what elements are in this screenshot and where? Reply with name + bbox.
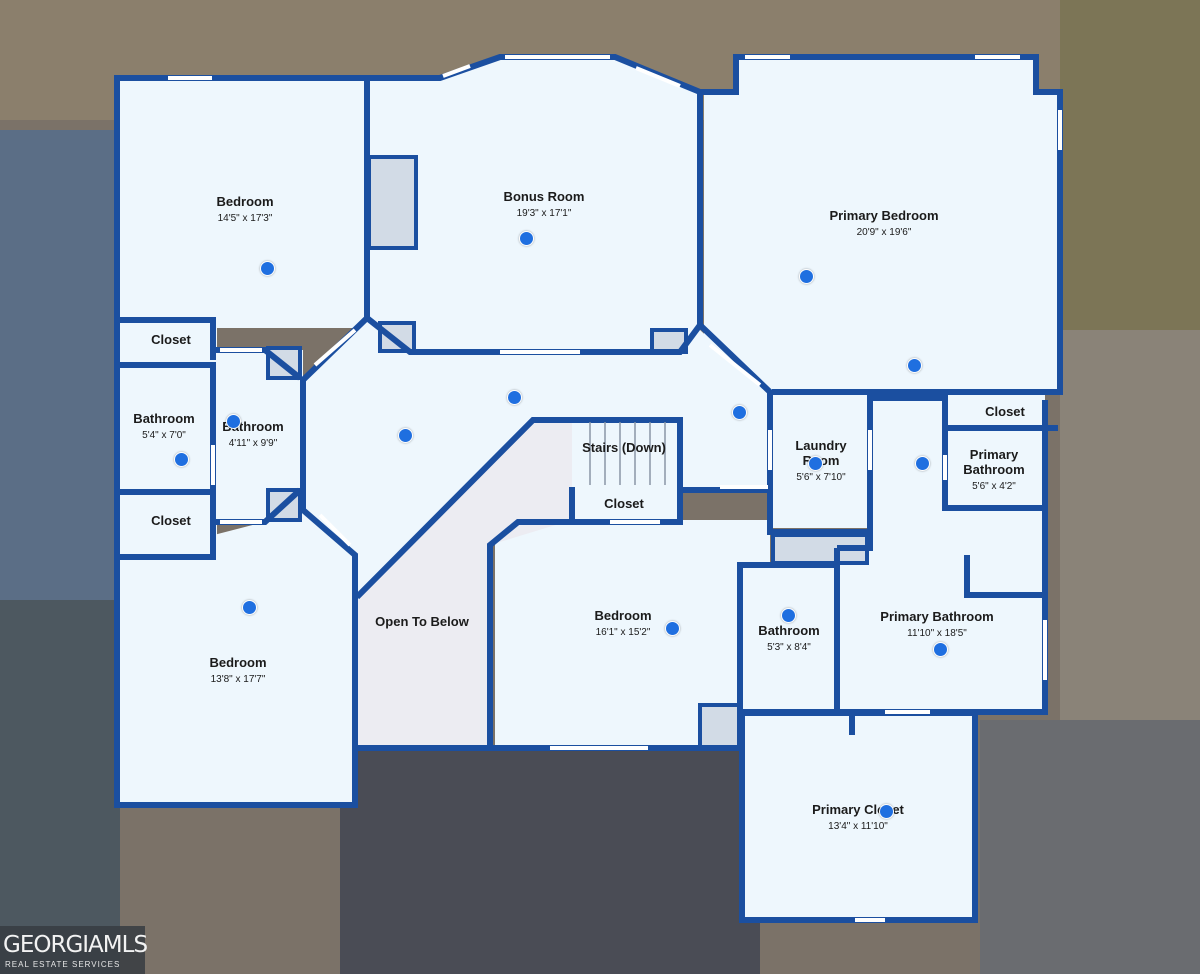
camera-marker[interactable] (226, 414, 241, 429)
room-label-bathroom-w: Bathroom 5'4" x 7'0" (133, 411, 195, 441)
room-dimensions: 13'4" x 11'10" (828, 820, 888, 832)
room-dimensions: 5'6" x 4'2" (972, 480, 1016, 492)
camera-marker[interactable] (879, 804, 894, 819)
camera-marker[interactable] (507, 390, 522, 405)
room-name: Bedroom (209, 655, 267, 670)
camera-marker[interactable] (242, 600, 257, 615)
walls (114, 54, 1063, 923)
room-dimensions: 11'10" x 18'5" (907, 627, 967, 639)
room-name: Primary Bathroom (963, 447, 1025, 477)
room-dimensions: 5'6" x 7'10" (796, 471, 846, 483)
room-label-closet-w1: Closet (151, 332, 191, 348)
camera-marker[interactable] (808, 456, 823, 471)
room-dimensions: 20'9" x 19'6" (856, 226, 912, 238)
room-name: Closet (151, 513, 191, 528)
floor-fill (117, 57, 1060, 920)
room-label-closet-c: Closet (604, 496, 644, 512)
logo-wordmark: GEORGIAMLS (3, 932, 148, 958)
room-name: Primary Bedroom (829, 208, 939, 223)
room-label-primary-bath-small: Primary Bathroom 5'6" x 4'2" (954, 447, 1034, 492)
camera-marker[interactable] (260, 261, 275, 276)
room-dimensions: 19'3" x 17'1" (516, 207, 572, 219)
room-label-bathroom-s: Bathroom 5'3" x 8'4" (758, 623, 820, 653)
room-name: Bedroom (594, 608, 652, 623)
room-label-bedroom-s: Bedroom 16'1" x 15'2" (594, 608, 652, 638)
room-label-closet-w2: Closet (151, 513, 191, 529)
camera-marker[interactable] (799, 269, 814, 284)
room-name: Primary Bathroom (880, 609, 994, 624)
camera-marker[interactable] (781, 608, 796, 623)
room-name: Closet (604, 496, 644, 511)
windows (168, 55, 1062, 922)
open-to-below-area (357, 422, 572, 748)
camera-marker[interactable] (915, 456, 930, 471)
room-label-closet-e: Closet (985, 404, 1025, 420)
camera-marker[interactable] (665, 621, 680, 636)
room-label-primary-bedroom: Primary Bedroom 20'9" x 19'6" (829, 208, 939, 238)
room-name: Closet (985, 404, 1025, 419)
room-label-stairs: Stairs (Down) (582, 440, 666, 456)
room-label-bedroom-nw: Bedroom 14'5" x 17'3" (216, 194, 274, 224)
room-dimensions: 4'11" x 9'9" (228, 437, 278, 449)
room-name: Bonus Room (503, 189, 585, 204)
room-dimensions: 5'3" x 8'4" (767, 641, 811, 653)
camera-marker[interactable] (732, 405, 747, 420)
logo-tagline: REAL ESTATE SERVICES (5, 960, 121, 969)
camera-marker[interactable] (519, 231, 534, 246)
room-label-bedroom-sw: Bedroom 13'8" x 17'7" (209, 655, 267, 685)
room-name: Closet (151, 332, 191, 347)
room-dimensions: 16'1" x 15'2" (595, 626, 651, 638)
room-label-open-to-below: Open To Below (375, 614, 469, 630)
room-dimensions: 14'5" x 17'3" (217, 212, 273, 224)
room-name: Bathroom (133, 411, 195, 426)
room-dimensions: 5'4" x 7'0" (142, 429, 186, 441)
room-label-bonus-room: Bonus Room 19'3" x 17'1" (503, 189, 585, 219)
room-name: Bedroom (216, 194, 274, 209)
room-dimensions: 13'8" x 17'7" (210, 673, 266, 685)
room-name: Bathroom (758, 623, 820, 638)
room-name: Open To Below (375, 614, 469, 629)
camera-marker[interactable] (398, 428, 413, 443)
stairs-lines (589, 422, 666, 485)
room-name: Stairs (Down) (582, 440, 666, 455)
camera-marker[interactable] (933, 642, 948, 657)
room-label-primary-bathroom: Primary Bathroom 11'10" x 18'5" (880, 609, 994, 639)
camera-marker[interactable] (907, 358, 922, 373)
camera-marker[interactable] (174, 452, 189, 467)
georgiamls-logo: GEORGIAMLS REAL ESTATE SERVICES (0, 926, 148, 974)
